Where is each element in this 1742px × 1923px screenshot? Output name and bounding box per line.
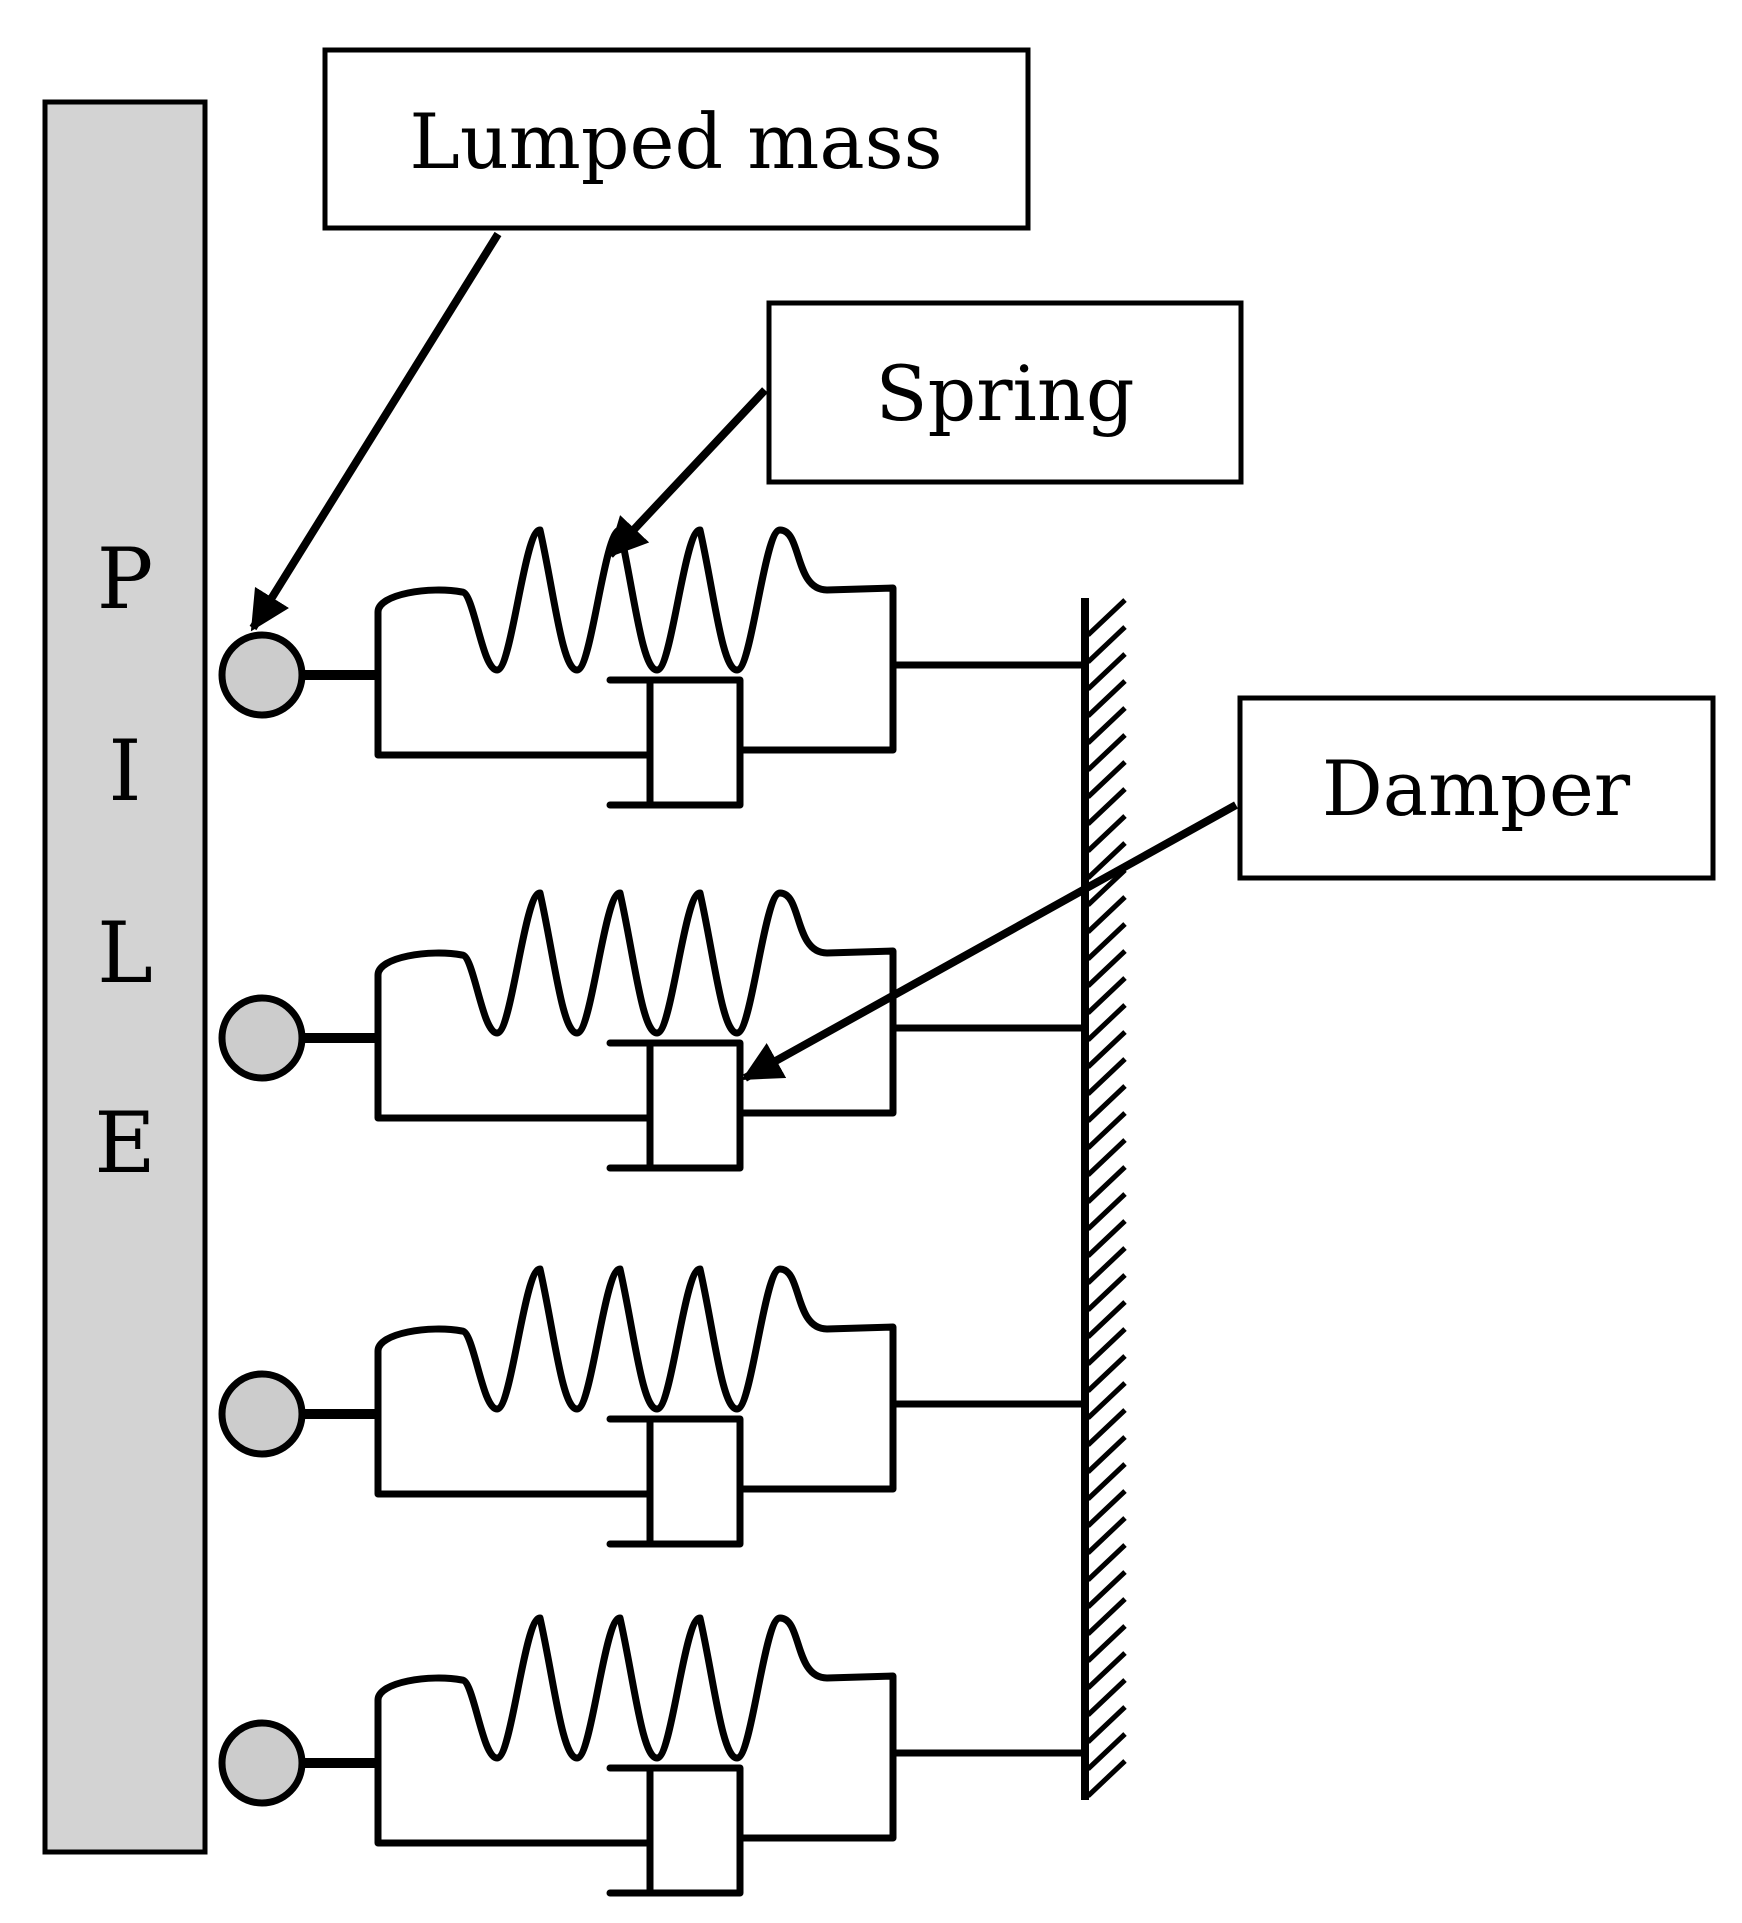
spring-damper-assemblies: [218, 526, 1085, 1897]
damper-rod: [374, 1754, 652, 1847]
hatch-mark: [1086, 1111, 1127, 1150]
hatch-mark: [1086, 1489, 1127, 1528]
damper-cylinder: [606, 1415, 744, 1548]
hatch-mark: [1086, 1543, 1127, 1582]
hatch-mark: [1086, 1138, 1127, 1177]
lumped-mass-label-box: [322, 47, 1031, 231]
hatch-mark: [1086, 1651, 1127, 1690]
lumped-mass-callout: Lumped mass: [249, 47, 1031, 632]
hatch-mark: [1086, 1246, 1127, 1285]
spring: [374, 1265, 897, 1418]
pile-letter-p: P: [97, 530, 154, 628]
damper-cylinder: [606, 1764, 744, 1897]
lumped-mass-arrow: [249, 231, 502, 632]
hatch-mark: [1086, 1624, 1127, 1663]
hatch-mark: [1086, 733, 1127, 772]
spring-callout: Spring: [607, 300, 1244, 558]
spring-damper-assembly: [218, 1614, 1085, 1897]
damper-rod: [374, 1029, 652, 1122]
spring-arrow: [607, 387, 768, 558]
hatch-mark: [1086, 949, 1127, 988]
hatch-mark: [1086, 1516, 1127, 1555]
hatch-mark: [1086, 1057, 1127, 1096]
hatch-mark: [1086, 1435, 1127, 1474]
lumped-mass-label: Lumped mass: [409, 97, 942, 186]
hatch-mark: [1086, 1462, 1127, 1501]
damper-rod: [374, 1405, 652, 1498]
hatch-mark: [1086, 1327, 1127, 1366]
hatch-mark: [1086, 760, 1127, 799]
lumped-mass-node: [218, 1370, 306, 1458]
hatch-mark: [1086, 1219, 1127, 1258]
hatch-mark: [1086, 1084, 1127, 1123]
damper-label-box: [1237, 695, 1716, 881]
hatch-mark: [1086, 1732, 1127, 1771]
damper-callout: Damper: [741, 695, 1716, 1082]
hatch-mark: [1086, 1003, 1127, 1042]
hatch-mark: [1086, 922, 1127, 961]
fixed-ground-wall: [1081, 598, 1127, 1800]
spring-label-box: [766, 300, 1244, 485]
hatch-mark: [1086, 1678, 1127, 1717]
hatch-mark: [1086, 679, 1127, 718]
hatch-mark: [1086, 625, 1127, 664]
spring-damper-assembly: [218, 889, 1085, 1172]
damper-connector: [736, 671, 897, 754]
hatch-mark: [1086, 652, 1127, 691]
spring: [374, 1614, 897, 1767]
hatch-mark: [1086, 976, 1127, 1015]
hatch-mark: [1086, 1570, 1127, 1609]
damper-cylinder: [606, 676, 744, 809]
damper-label: Damper: [1322, 744, 1631, 833]
lumped-mass-node: [218, 1719, 306, 1807]
hatch-mark: [1086, 1759, 1127, 1798]
hatch-mark: [1086, 598, 1127, 637]
hatch-mark: [1086, 1381, 1127, 1420]
hatch-mark: [1086, 1192, 1127, 1231]
hatch-mark: [1086, 1165, 1127, 1204]
spring-label: Spring: [876, 349, 1135, 438]
spring: [374, 889, 897, 1042]
damper-connector: [736, 1034, 897, 1117]
damper-rod: [374, 666, 652, 759]
damper-connector: [736, 1410, 897, 1493]
pile-letter-i: I: [108, 722, 141, 820]
hatch-mark: [1086, 1408, 1127, 1447]
spring: [374, 526, 897, 679]
hatch-mark: [1086, 1300, 1127, 1339]
pile: [42, 99, 208, 1855]
pile-letter-l: L: [97, 904, 153, 1002]
hatch-mark: [1086, 1354, 1127, 1393]
hatch-mark: [1086, 895, 1127, 934]
spring-damper-assembly: [218, 1265, 1085, 1548]
hatch-mark: [1086, 706, 1127, 745]
damper-arrow: [741, 801, 1238, 1082]
hatch-mark: [1086, 868, 1127, 907]
lumped-mass-node: [218, 631, 306, 719]
spring-damper-assembly: [218, 526, 1085, 809]
lumped-mass-node: [218, 994, 306, 1082]
hatch-mark: [1086, 787, 1127, 826]
hatch-mark: [1086, 814, 1127, 853]
damper-connector: [736, 1759, 897, 1842]
hatch-mark: [1086, 1273, 1127, 1312]
damper-cylinder: [606, 1039, 744, 1172]
hatch-mark: [1086, 1597, 1127, 1636]
pile-letter-e: E: [94, 1094, 155, 1192]
hatch-mark: [1086, 1705, 1127, 1744]
hatch-mark: [1086, 1030, 1127, 1069]
hatch-mark: [1086, 841, 1127, 880]
